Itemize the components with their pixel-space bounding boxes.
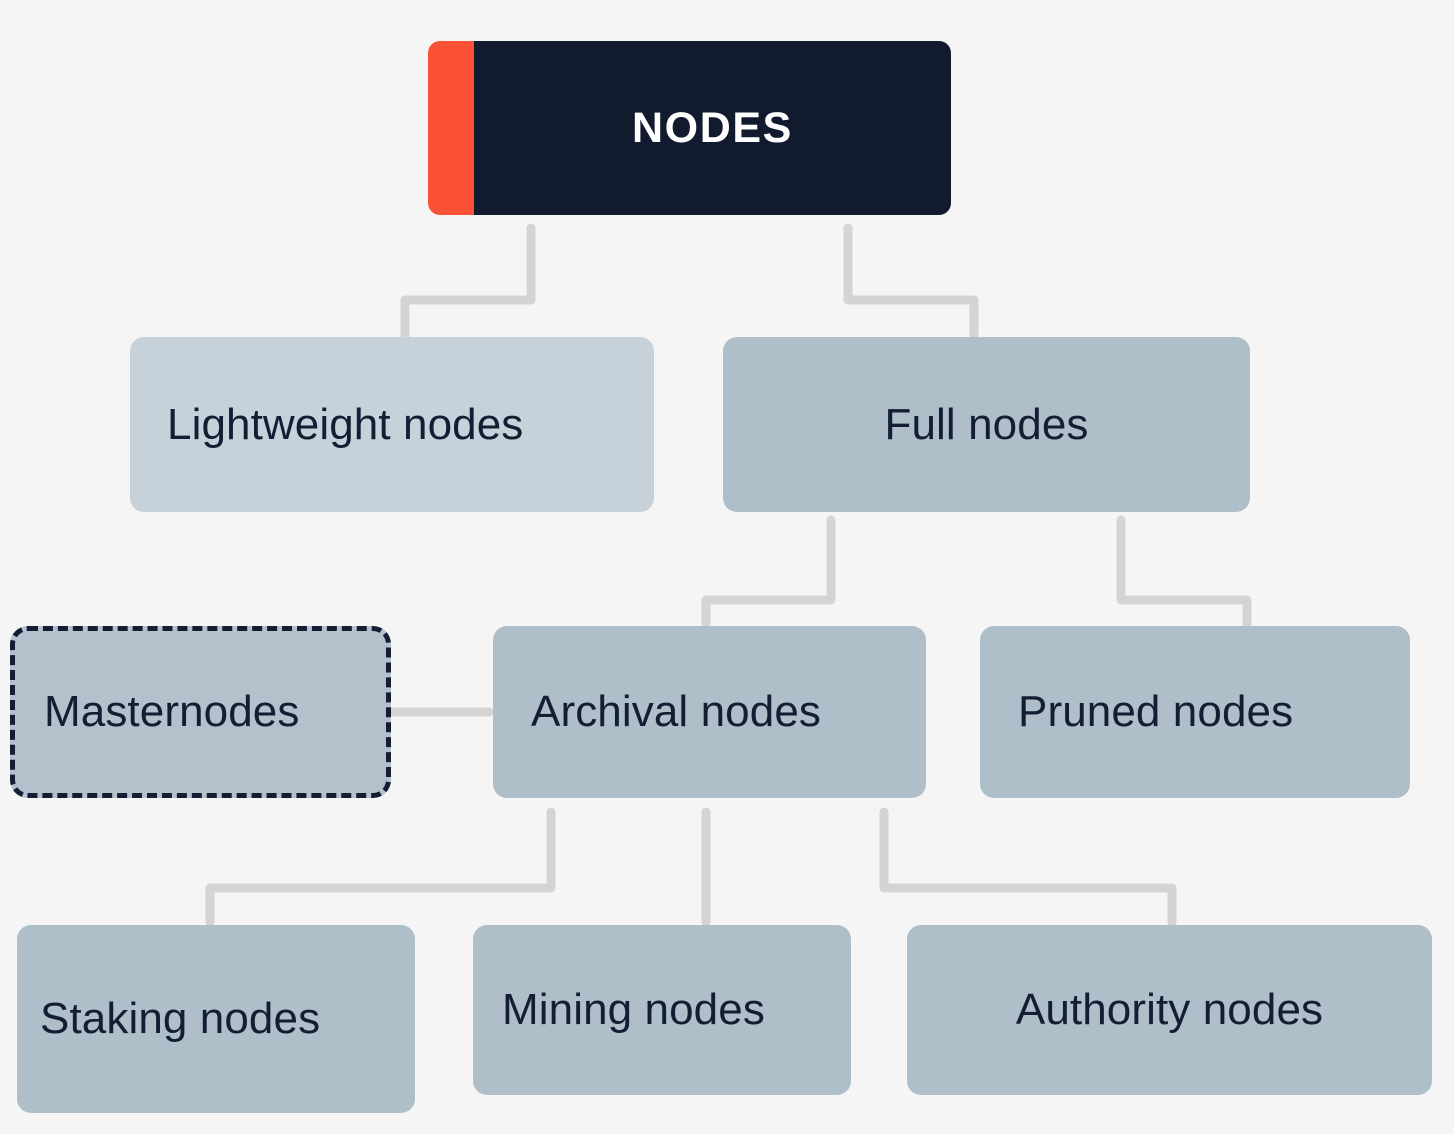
node-pruned-nodes-label: Pruned nodes — [1018, 687, 1294, 736]
node-masternodes[interactable]: Masternodes — [10, 626, 391, 798]
node-mining-nodes[interactable]: Mining nodes — [473, 925, 851, 1095]
node-staking-nodes[interactable]: Staking nodes — [17, 925, 415, 1113]
node-authority-nodes-label: Authority nodes — [1015, 985, 1324, 1034]
node-authority-nodes[interactable]: Authority nodes — [907, 925, 1432, 1095]
node-masternodes-label: Masternodes — [44, 687, 300, 736]
edge-nodes-full — [843, 223, 979, 340]
edge-archival-staking — [205, 807, 556, 927]
node-mining-nodes-label: Mining nodes — [502, 985, 765, 1034]
page-title: NODES — [632, 103, 793, 152]
node-staking-nodes-label: Staking nodes — [40, 994, 321, 1043]
node-nodes[interactable]: NODES — [428, 41, 951, 215]
node-full-nodes-label: Full nodes — [884, 399, 1089, 449]
edge-full-archival — [701, 515, 836, 629]
node-lightweight-nodes-label: Lightweight nodes — [167, 399, 524, 449]
node-full-nodes[interactable]: Full nodes — [723, 337, 1250, 512]
accent-bar — [428, 41, 474, 215]
edge-archival-authority — [879, 807, 1177, 927]
node-archival-nodes-label: Archival nodes — [531, 687, 821, 736]
edge-nodes-lightweight — [400, 223, 536, 340]
node-pruned-nodes[interactable]: Pruned nodes — [980, 626, 1410, 798]
node-nodes-body: NODES — [474, 41, 951, 215]
node-archival-nodes[interactable]: Archival nodes — [493, 626, 926, 798]
edge-full-pruned — [1116, 515, 1252, 629]
node-lightweight-nodes[interactable]: Lightweight nodes — [130, 337, 654, 512]
